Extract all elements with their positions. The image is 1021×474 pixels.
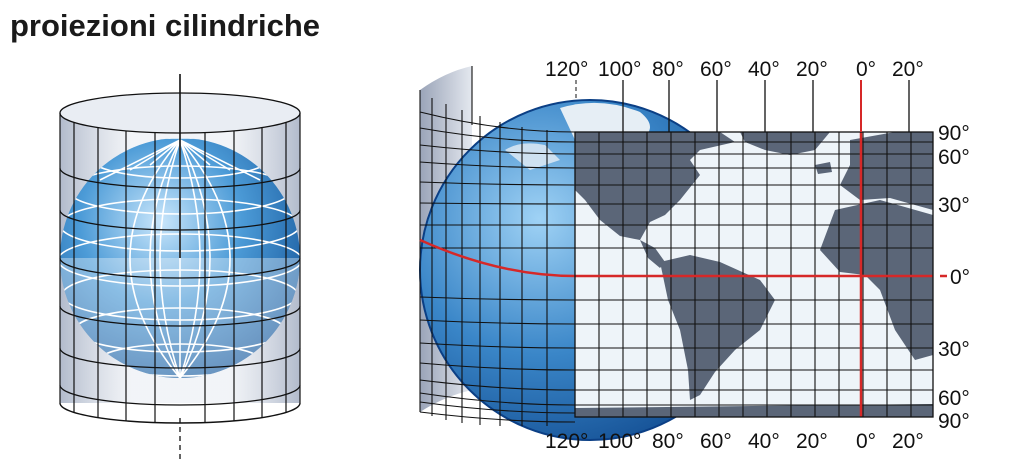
globe-shade xyxy=(60,258,300,378)
lon-label: 0° xyxy=(856,58,876,81)
lon-label: 80° xyxy=(652,58,684,81)
lon-label: 20° xyxy=(796,58,828,81)
longitude-labels-bottom: 120° 100° 80° 60° 40° 20° 0° 20° xyxy=(545,430,924,453)
lon-label: 20° xyxy=(892,430,924,453)
lon-label: 100° xyxy=(598,430,641,453)
top-meridian-ticks xyxy=(622,80,910,132)
lat-label: 30° xyxy=(938,338,970,361)
lon-label: 40° xyxy=(748,430,780,453)
lon-label: 20° xyxy=(892,58,924,81)
cylinder-grid xyxy=(59,113,301,424)
lon-label: 120° xyxy=(545,58,588,81)
right-projection-figure xyxy=(419,66,947,441)
lon-label: 80° xyxy=(652,430,684,453)
lat-label: 0° xyxy=(950,266,970,289)
left-cylinder-figure xyxy=(59,74,301,460)
curved-grid xyxy=(419,66,576,426)
lat-label: 90° xyxy=(938,122,970,145)
map-border xyxy=(574,131,934,418)
globe-landmass xyxy=(505,102,650,170)
lon-label: 20° xyxy=(796,430,828,453)
lat-label: 60° xyxy=(938,146,970,169)
lon-label: 60° xyxy=(700,58,732,81)
lon-label: 120° xyxy=(545,430,588,453)
lon-label: 60° xyxy=(700,430,732,453)
lat-label: 30° xyxy=(938,194,970,217)
lon-label: 0° xyxy=(856,430,876,453)
lon-label: 100° xyxy=(598,58,641,81)
page-title: proiezioni cilindriche xyxy=(10,8,321,43)
lat-label: 60° xyxy=(938,387,970,410)
lon-label: 40° xyxy=(748,58,780,81)
lat-label: 90° xyxy=(938,410,970,433)
longitude-labels-top: 120° 100° 80° 60° 40° 20° 0° 20° xyxy=(545,58,924,81)
latitude-labels: 90° 60° 30° 0° 30° 60° 90° xyxy=(938,122,970,433)
equator-curve xyxy=(419,238,576,278)
